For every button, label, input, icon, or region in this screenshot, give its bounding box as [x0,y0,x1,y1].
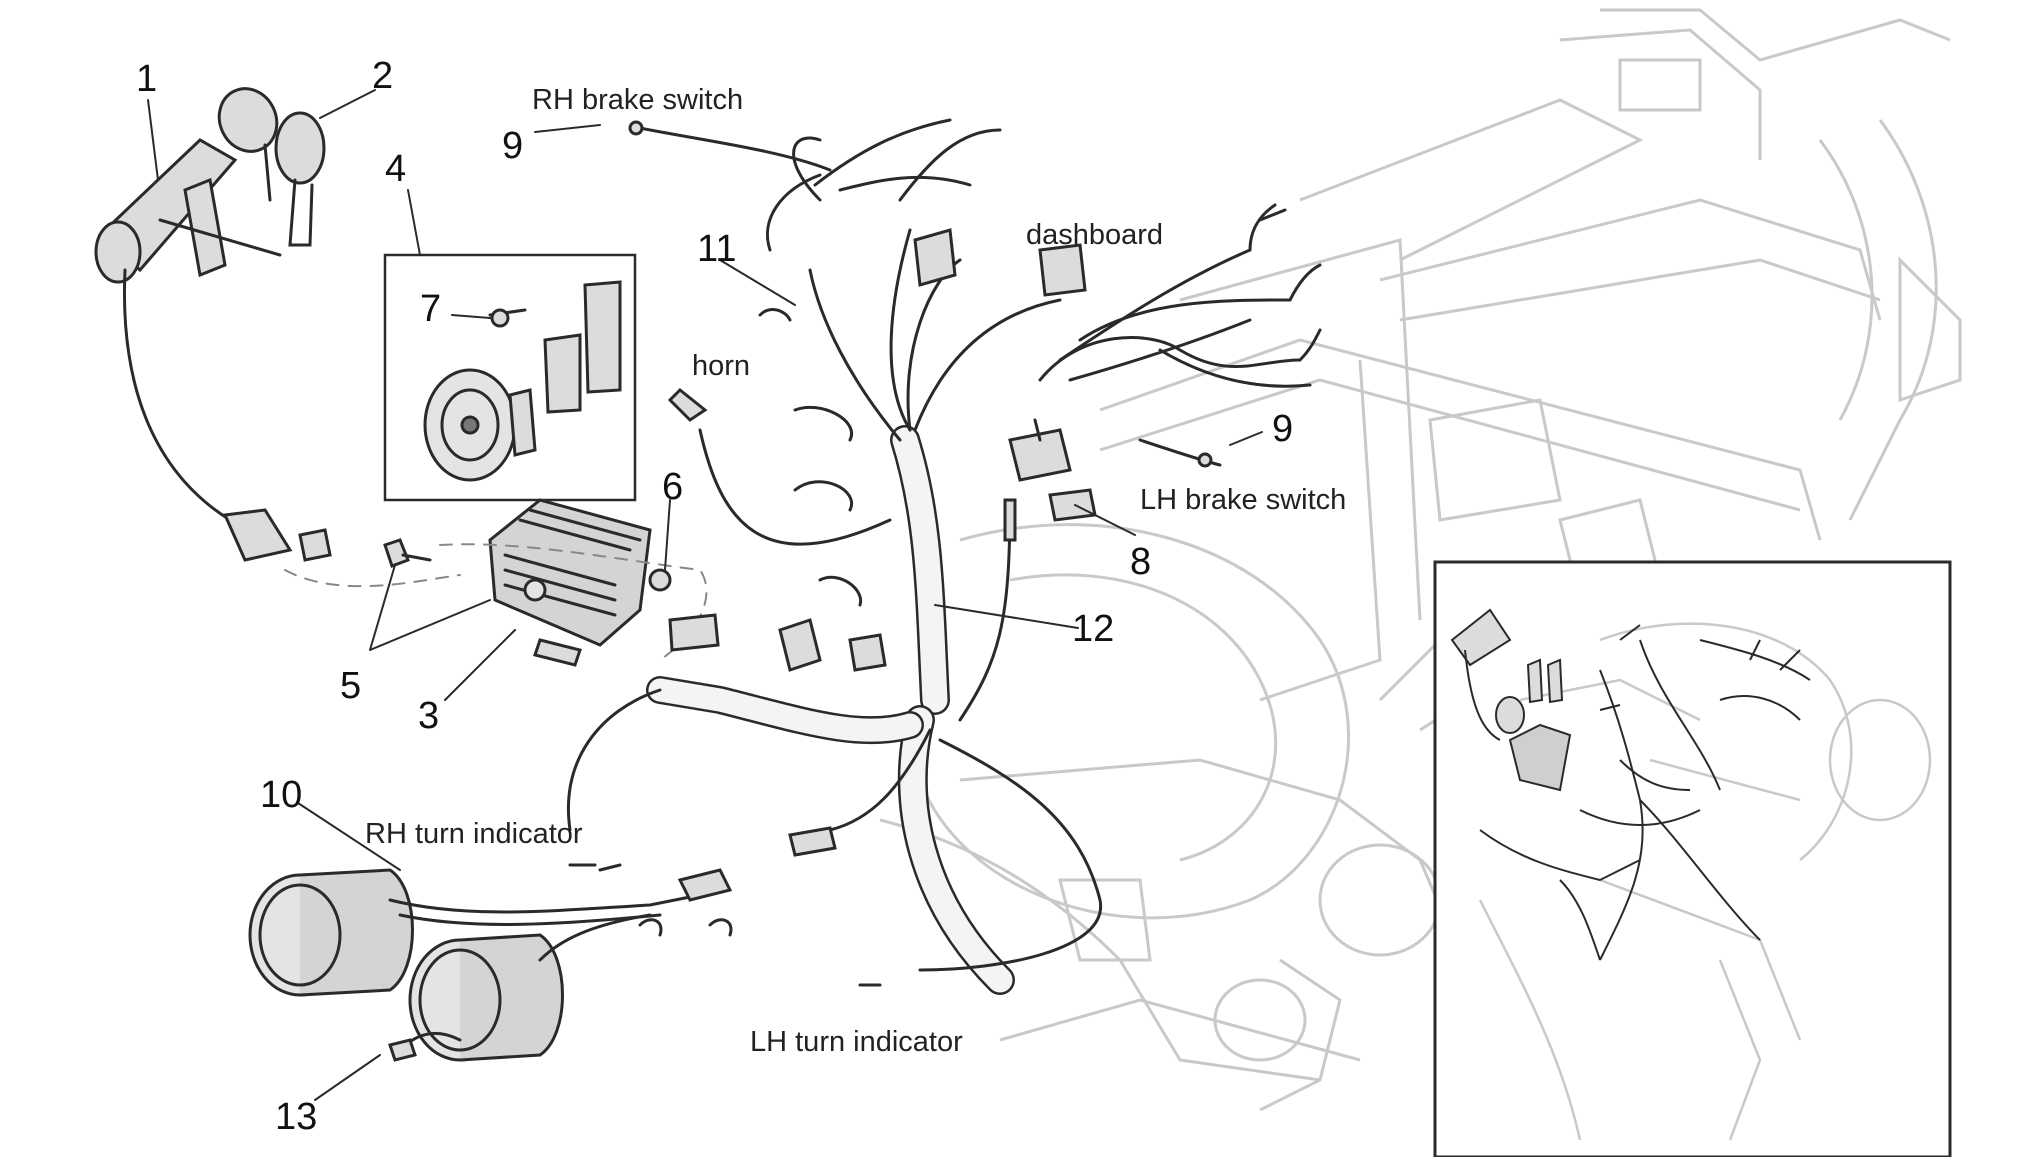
callout-13: 13 [275,1096,318,1138]
label-rh-turn-indicator: RH turn indicator [365,818,583,850]
parts-linework [94,87,1322,1101]
callout-10: 10 [260,774,303,816]
callout-4: 4 [385,148,407,190]
callout-7: 7 [420,288,442,330]
label-horn: horn [692,350,751,382]
callout-9-rh: 9 [502,125,524,167]
callout-5: 5 [340,665,362,707]
label-lh-brake-switch: LH brake switch [1140,484,1347,516]
callout-1: 1 [136,58,158,100]
voltage-regulator [488,498,652,667]
callout-9-lh: 9 [1272,408,1294,450]
keys [217,87,326,247]
label-lh-turn-indicator: LH turn indicator [750,1026,963,1058]
callout-leaders [147,89,1263,1101]
main-harness [567,118,1322,995]
callout-8: 8 [1130,541,1152,583]
callout-3: 3 [418,695,440,737]
callout-12: 12 [1072,608,1115,650]
ignition-switch [94,138,332,562]
turn-indicators [248,863,882,1062]
inset-overview [1433,560,1952,1157]
label-rh-brake-switch: RH brake switch [532,84,744,116]
horn-assembly [423,280,622,482]
callout-6: 6 [662,466,684,508]
label-dashboard: dashboard [1026,219,1164,251]
callout-2: 2 [372,55,394,97]
callout-11: 11 [697,228,737,270]
